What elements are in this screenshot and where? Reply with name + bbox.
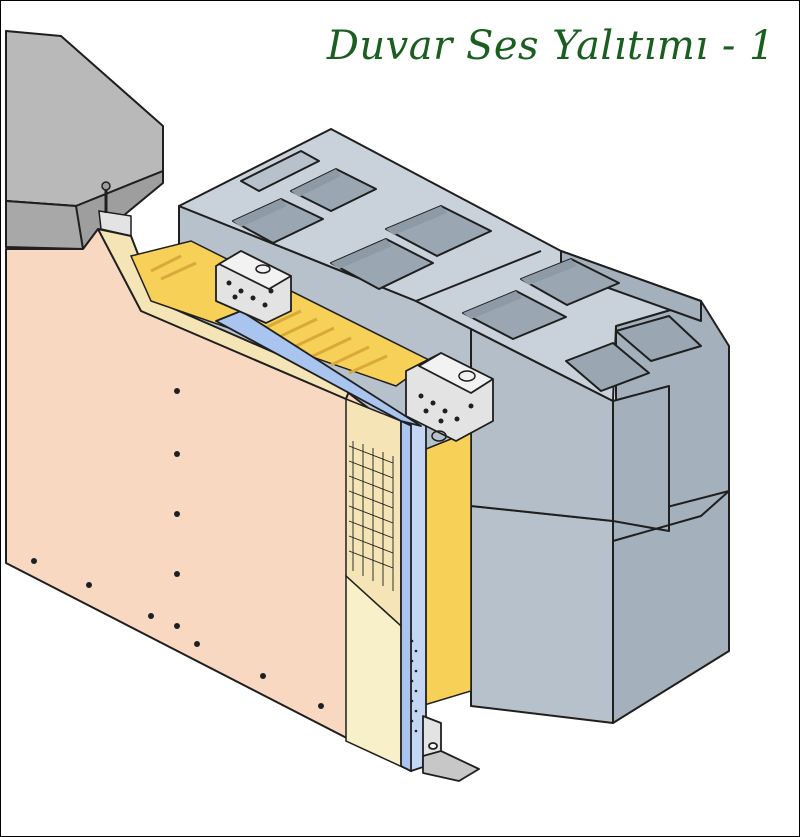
block-joint-top xyxy=(415,250,542,302)
block-ridge-left xyxy=(240,150,320,192)
insulation-vertical-panel xyxy=(420,429,472,708)
block-cavity-1 xyxy=(290,168,377,212)
diagram-title: Duvar Ses Yalıtımı - 1 xyxy=(326,23,775,69)
block-joint-horizontal xyxy=(612,490,730,542)
block-cavity-4 xyxy=(330,238,434,290)
block-cavity-8 xyxy=(565,342,650,392)
block-cavity-7 xyxy=(615,315,702,362)
concrete-ceiling-slab xyxy=(5,30,164,252)
stud-top-flange xyxy=(215,310,422,427)
block-wall-lower-side xyxy=(612,490,730,724)
joint-mesh-grid xyxy=(348,441,394,591)
block-front-rib xyxy=(612,385,670,532)
joint-tape-strip xyxy=(345,397,412,773)
block-cavity-2 xyxy=(232,198,324,244)
bracket-1-holes xyxy=(226,264,274,308)
stud-perforations xyxy=(410,639,418,733)
perforated-wall-bracket-2 xyxy=(405,352,494,442)
block-wall-lower-front xyxy=(470,505,614,724)
slab-edge-shadow xyxy=(5,200,84,250)
block-cavities xyxy=(232,168,702,392)
floor-track-bracket xyxy=(422,715,480,782)
perforated-wall-bracket-1 xyxy=(215,250,292,324)
bracket-2-holes xyxy=(418,370,476,442)
block-cavity-shadows xyxy=(233,169,577,319)
